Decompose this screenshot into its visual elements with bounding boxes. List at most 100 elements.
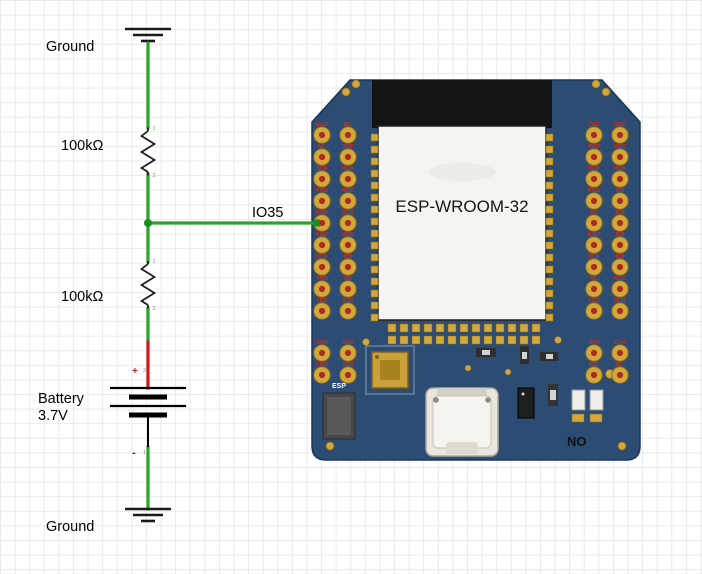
castellation-pad <box>370 205 379 214</box>
bottom-pad <box>447 323 457 333</box>
ground-symbol-bottom[interactable] <box>125 507 171 523</box>
bottom-pad <box>507 335 517 345</box>
battery-pin2: 2 <box>143 368 146 374</box>
pin-label-L-out-4: IO35 <box>316 210 328 216</box>
usb-connector[interactable] <box>425 387 499 457</box>
castellation-pad <box>545 301 554 310</box>
pin-hole-R-in-1 <box>590 153 598 161</box>
bottom-pad <box>483 323 493 333</box>
castellation-pad <box>370 241 379 250</box>
castellation-pad <box>545 181 554 190</box>
castellation-pad <box>545 289 554 298</box>
resistor-bottom-pin2: 2 <box>153 306 156 312</box>
pin-hole-R-out-1 <box>616 153 624 161</box>
castellation-pad <box>370 229 379 238</box>
pin-label-L-out-5: IO32 <box>316 232 328 238</box>
usb-mount-dot <box>433 397 439 403</box>
pin-label-L-in-6: IO5 <box>344 254 353 260</box>
bottom-pad <box>447 335 457 345</box>
ground-top-label: Ground <box>46 39 94 55</box>
bottom-pad <box>519 323 529 333</box>
pin-hole-L-in-7 <box>344 285 352 293</box>
pin-hole-L-in-5 <box>344 241 352 249</box>
pin-hole-L-out-0 <box>318 131 326 139</box>
pin-hole-R-in-7 <box>590 285 598 293</box>
castellation-pad <box>545 205 554 214</box>
pin-hole-L-in-3 <box>344 197 352 205</box>
resistor-top-pin1: 1 <box>153 126 156 132</box>
castellation-pad <box>370 265 379 274</box>
pin-label-R-in-1: RXD <box>588 144 600 150</box>
usb-mount-dot <box>485 397 491 403</box>
pin-hole-L-in-4 <box>344 219 352 227</box>
pin-label-L-in-0: NC <box>344 122 352 128</box>
wire-board-connection[interactable] <box>313 219 320 227</box>
pin-hole-L-out-5 <box>318 241 326 249</box>
castellation-pad <box>545 133 554 142</box>
esp-silkscreen-label: ESP <box>332 383 346 390</box>
pin-label-R-out-3: TDI <box>616 188 625 194</box>
pin-hole-Rb-in-1 <box>590 371 598 379</box>
pin-label-Lb-in-0: SD2 <box>343 340 354 346</box>
battery-minus-marker: - <box>132 447 136 459</box>
pin-hole-Lb-in-0 <box>344 349 352 357</box>
pin-label-Lb-out-0: GND <box>316 340 328 346</box>
pin-label-R-out-2: IO25 <box>614 166 626 172</box>
battery-symbol[interactable] <box>110 386 186 447</box>
castellation-pad <box>370 193 379 202</box>
resistor-top[interactable] <box>139 127 157 176</box>
pin-label-L-in-7: NC <box>344 276 352 282</box>
ground-symbol-top[interactable] <box>125 27 171 43</box>
pin-hole-R-in-4 <box>590 219 598 227</box>
battery-pin1: 1 <box>143 450 146 456</box>
resistor-bottom[interactable] <box>139 261 157 309</box>
pin-label-L-out-1: NC <box>318 144 326 150</box>
wire-junction-dot[interactable] <box>144 219 152 227</box>
castellation-pad <box>370 313 379 322</box>
module-castellation-pads <box>370 133 554 345</box>
pin-hole-R-out-0 <box>616 131 624 139</box>
pin-label-L-out-6: IO33 <box>316 254 328 260</box>
castellation-pad <box>545 145 554 154</box>
pin-label-L-in-5: IO23 <box>342 232 354 238</box>
bottom-pad <box>471 335 481 345</box>
pin-hole-L-out-2 <box>318 175 326 183</box>
pin-hole-Rb-in-0 <box>590 349 598 357</box>
bottom-pad <box>495 335 505 345</box>
castellation-pad <box>545 193 554 202</box>
bottom-pad <box>531 335 541 345</box>
pin-hole-L-in-0 <box>344 131 352 139</box>
resistor-top-pin2: 2 <box>153 173 156 179</box>
castellation-pad <box>370 277 379 286</box>
pin-label-L-out-7: TMS <box>316 276 328 282</box>
pin-hole-L-in-2 <box>344 175 352 183</box>
bottom-pad <box>387 323 397 333</box>
pin-label-L-out-8: TDS <box>317 298 328 304</box>
pin-hole-R-out-5 <box>616 241 624 249</box>
castellation-pad <box>545 241 554 250</box>
pin-hole-R-in-6 <box>590 263 598 271</box>
pin-label-R-in-2: IO22 <box>588 166 600 172</box>
pin-label-R-in-3: IO21 <box>588 188 600 194</box>
on-silkscreen-label: NO <box>567 434 587 449</box>
pin-hole-L-in-6 <box>344 263 352 271</box>
pin-hole-R-in-0 <box>590 131 598 139</box>
resistor-bottom-pin1: 1 <box>153 259 156 265</box>
castellation-pad <box>545 265 554 274</box>
pin-hole-R-out-4 <box>616 219 624 227</box>
bottom-pad <box>411 335 421 345</box>
bottom-pad <box>399 335 409 345</box>
wires-green[interactable] <box>146 41 318 511</box>
pin-label-L-in-8: 3.3V <box>342 298 354 304</box>
pin-label-L-out-3: IO34 <box>316 188 329 194</box>
pin-hole-Lb-out-0 <box>318 349 326 357</box>
castellation-pad <box>545 229 554 238</box>
smd-components <box>476 346 558 419</box>
pin-hole-R-out-8 <box>616 307 624 315</box>
boot-switch[interactable] <box>571 389 604 423</box>
resistor-top-label: 100kΩ <box>61 138 103 154</box>
pin-label-R-in-5: IO17 <box>588 232 600 238</box>
pin-hole-R-out-7 <box>616 285 624 293</box>
